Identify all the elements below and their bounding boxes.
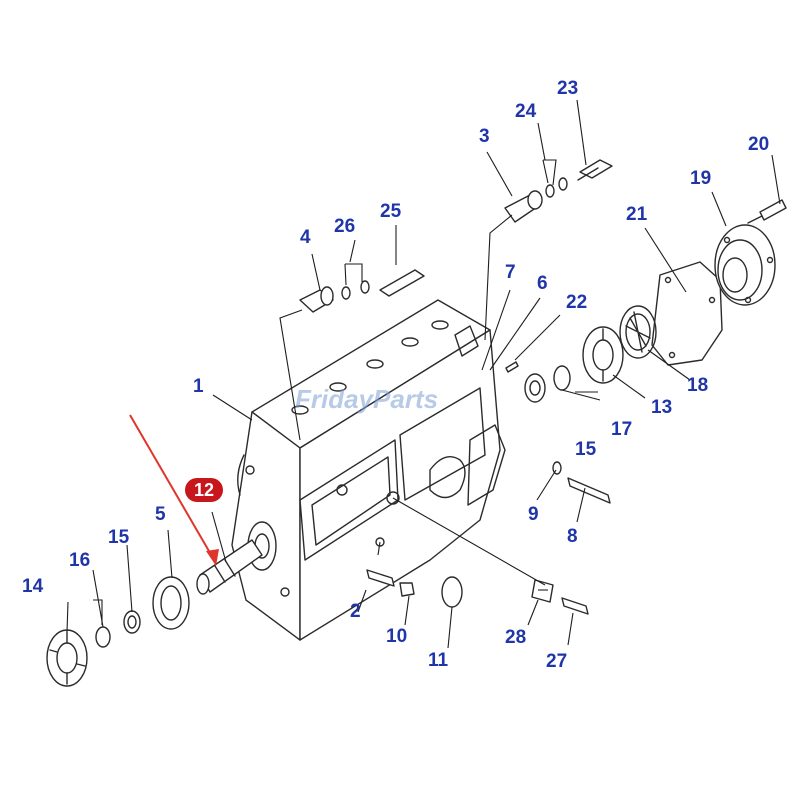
bolt-2 (366, 569, 395, 587)
oil-seal-5 (152, 576, 190, 630)
label-11: 11 (428, 650, 449, 671)
washers-24 (545, 177, 568, 198)
label-12-badge: 12 (185, 478, 223, 502)
label-18: 18 (687, 375, 708, 396)
label-17: 17 (611, 419, 632, 440)
shim-16 (95, 626, 111, 648)
label-15-left: 15 (108, 527, 130, 548)
label-4: 4 (300, 227, 311, 248)
label-9: 9 (528, 504, 539, 525)
bolt-20 (747, 199, 787, 224)
label-25: 25 (380, 201, 402, 222)
cover-18 (619, 305, 657, 359)
label-2: 2 (350, 601, 361, 622)
bolt-27 (561, 597, 589, 615)
bolt-23 (577, 159, 613, 181)
bearing-13 (582, 326, 624, 384)
label-13: 13 (651, 397, 672, 418)
camshaft-end (196, 539, 263, 595)
clip-28 (531, 579, 554, 603)
label-19: 19 (690, 168, 711, 189)
pump-housing (231, 299, 506, 641)
watermark-logo: FridayParts (295, 384, 438, 414)
flange-19 (714, 224, 776, 306)
label-16: 16 (69, 550, 90, 571)
label-3: 3 (479, 126, 490, 147)
label-15-right: 15 (575, 439, 597, 460)
valve-4 (299, 286, 334, 313)
label-27: 27 (546, 651, 567, 672)
label-26: 26 (334, 216, 355, 237)
part-number-labels: 1 2 3 4 5 6 7 8 9 10 11 12 13 14 15 15 1… (22, 78, 769, 672)
label-12: 12 (194, 480, 214, 500)
label-21: 21 (626, 204, 648, 225)
label-24: 24 (515, 101, 537, 122)
highlight-arrow (129, 414, 219, 566)
collar-15 (123, 610, 141, 634)
label-1: 1 (193, 376, 204, 397)
bolt-25 (379, 269, 425, 297)
bearing-14 (46, 629, 88, 687)
label-6: 6 (537, 273, 548, 294)
bolt-8 (567, 477, 611, 504)
leader-lines (66, 99, 781, 649)
plug-11 (441, 576, 463, 608)
gasket-21 (651, 261, 723, 366)
nut-10 (399, 582, 415, 597)
label-7: 7 (505, 262, 516, 283)
label-8: 8 (567, 526, 578, 547)
pin-22 (505, 361, 519, 373)
washer-9 (552, 461, 562, 475)
label-22: 22 (566, 292, 587, 313)
label-23: 23 (557, 78, 578, 99)
label-20: 20 (748, 134, 769, 155)
washers-26 (341, 280, 370, 300)
label-5: 5 (155, 504, 166, 525)
label-28: 28 (505, 627, 526, 648)
shim-17 (553, 365, 571, 391)
label-14: 14 (22, 576, 44, 597)
connector-3 (504, 190, 543, 223)
collar-15-right (524, 373, 546, 403)
label-10: 10 (386, 626, 407, 647)
